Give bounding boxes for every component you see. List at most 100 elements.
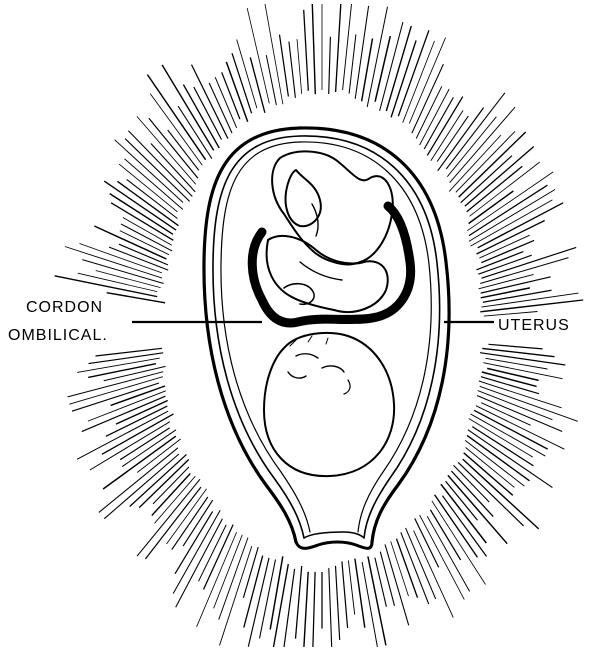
hatch-ray (214, 535, 243, 609)
hatch-ray (380, 552, 394, 606)
hatch-ray (115, 140, 184, 203)
hatch-ray (120, 231, 169, 255)
hatch-ray (119, 244, 168, 265)
hatch-ray (451, 471, 493, 517)
hatch-ray (375, 36, 390, 102)
hatch-ray (470, 162, 540, 216)
cordon-label-line2: OMBILICAL. (8, 327, 108, 344)
hatch-ray (304, 10, 309, 91)
hatch-ray (265, 4, 283, 104)
hatch-ray (297, 39, 302, 94)
hatch-ray (478, 391, 553, 420)
hatch-ray (107, 293, 165, 303)
hatch-ray (280, 35, 289, 97)
hatch-ray (349, 34, 356, 93)
hatch-ray (398, 30, 429, 116)
hatch-ray (68, 372, 164, 397)
hatch-ray (80, 244, 162, 273)
hatch-ray (481, 403, 531, 426)
hatch-ray (336, 566, 340, 640)
hatch-ray (168, 130, 199, 170)
hatch-ray (183, 500, 213, 546)
hatch-ray (484, 312, 538, 317)
hatch-ray (109, 247, 168, 270)
hatch-ray (199, 525, 227, 581)
hatch-ray (125, 139, 190, 202)
hatch-ray (72, 383, 159, 411)
uterus-label: UTERUS (498, 317, 570, 334)
hatch-ray (480, 353, 565, 365)
hatch-ray (420, 89, 450, 145)
hatch-ray (243, 547, 258, 598)
hatch-ray (204, 525, 234, 590)
hatch-ray (122, 430, 176, 467)
hatch-ray (336, 4, 341, 92)
hatch-ray (289, 42, 296, 98)
hatch-ray (465, 147, 534, 207)
hatch-ray (219, 538, 248, 620)
hatch-ray (479, 381, 562, 408)
hatch-ray (244, 556, 263, 628)
hatch-ray (469, 190, 555, 242)
hatch-ray (458, 462, 523, 526)
hatch-ray (194, 87, 222, 140)
hatch-ray (486, 358, 548, 369)
hatch-ray (167, 489, 207, 544)
hatch-ray (430, 510, 460, 560)
hatch-ray (355, 6, 368, 99)
hatch-ray (128, 131, 192, 197)
hatch-ray (487, 368, 538, 380)
hatch-ray (368, 556, 386, 645)
hatch-ray (480, 300, 583, 312)
hatch-ray (466, 448, 515, 488)
hatch-ray (456, 131, 515, 192)
hatch-ray (446, 481, 478, 520)
hatch-ray (304, 572, 308, 647)
hatch-ray (260, 560, 276, 639)
hatch-ray (480, 258, 568, 284)
hatch-ray (362, 39, 373, 102)
hatch-ray (116, 401, 168, 425)
hatch-ray (481, 240, 534, 262)
hatch-ray (416, 86, 442, 138)
hatch-ray (329, 568, 332, 647)
hatch-ray (147, 75, 205, 160)
hatch-ray (482, 348, 554, 356)
hatch-ray (478, 203, 563, 248)
hatch-ray (69, 377, 163, 405)
hatch-ray (463, 459, 539, 529)
hatch-ray (424, 97, 453, 149)
hatch-ray (250, 57, 265, 112)
hatch-ray (427, 516, 469, 591)
hatch-ray (446, 93, 505, 169)
hatch-ray (155, 476, 196, 523)
hatch-ray (342, 561, 348, 628)
hatch-ray (480, 386, 578, 421)
hatch-ray (270, 556, 283, 629)
hatch-ray (483, 290, 552, 302)
hatch-ray (391, 541, 409, 596)
hatch-ray (55, 276, 158, 297)
hatch-ray (401, 532, 429, 604)
hatch-ray (414, 531, 454, 618)
hatch-ray (406, 528, 436, 599)
hatch-ray (127, 179, 178, 218)
cordon-label-line1: CORDON (26, 299, 103, 316)
hatch-ray (481, 288, 530, 298)
hatch-ray (468, 430, 553, 488)
hatch-ray (437, 116, 468, 162)
hatch-ray (103, 436, 176, 489)
hatch-ray (362, 562, 377, 647)
hatch-ray (312, 4, 315, 94)
hatch-ray (313, 572, 315, 647)
hatch-ray (409, 38, 445, 124)
hatch-ray (448, 475, 507, 543)
hatch-ray (479, 235, 529, 258)
hatch-ray (104, 454, 179, 519)
hatch-ray (489, 344, 543, 349)
hatch-ray (137, 116, 196, 184)
hatch-ray (329, 37, 331, 94)
hatch-ray (89, 353, 164, 364)
hatch-ray (296, 566, 302, 639)
